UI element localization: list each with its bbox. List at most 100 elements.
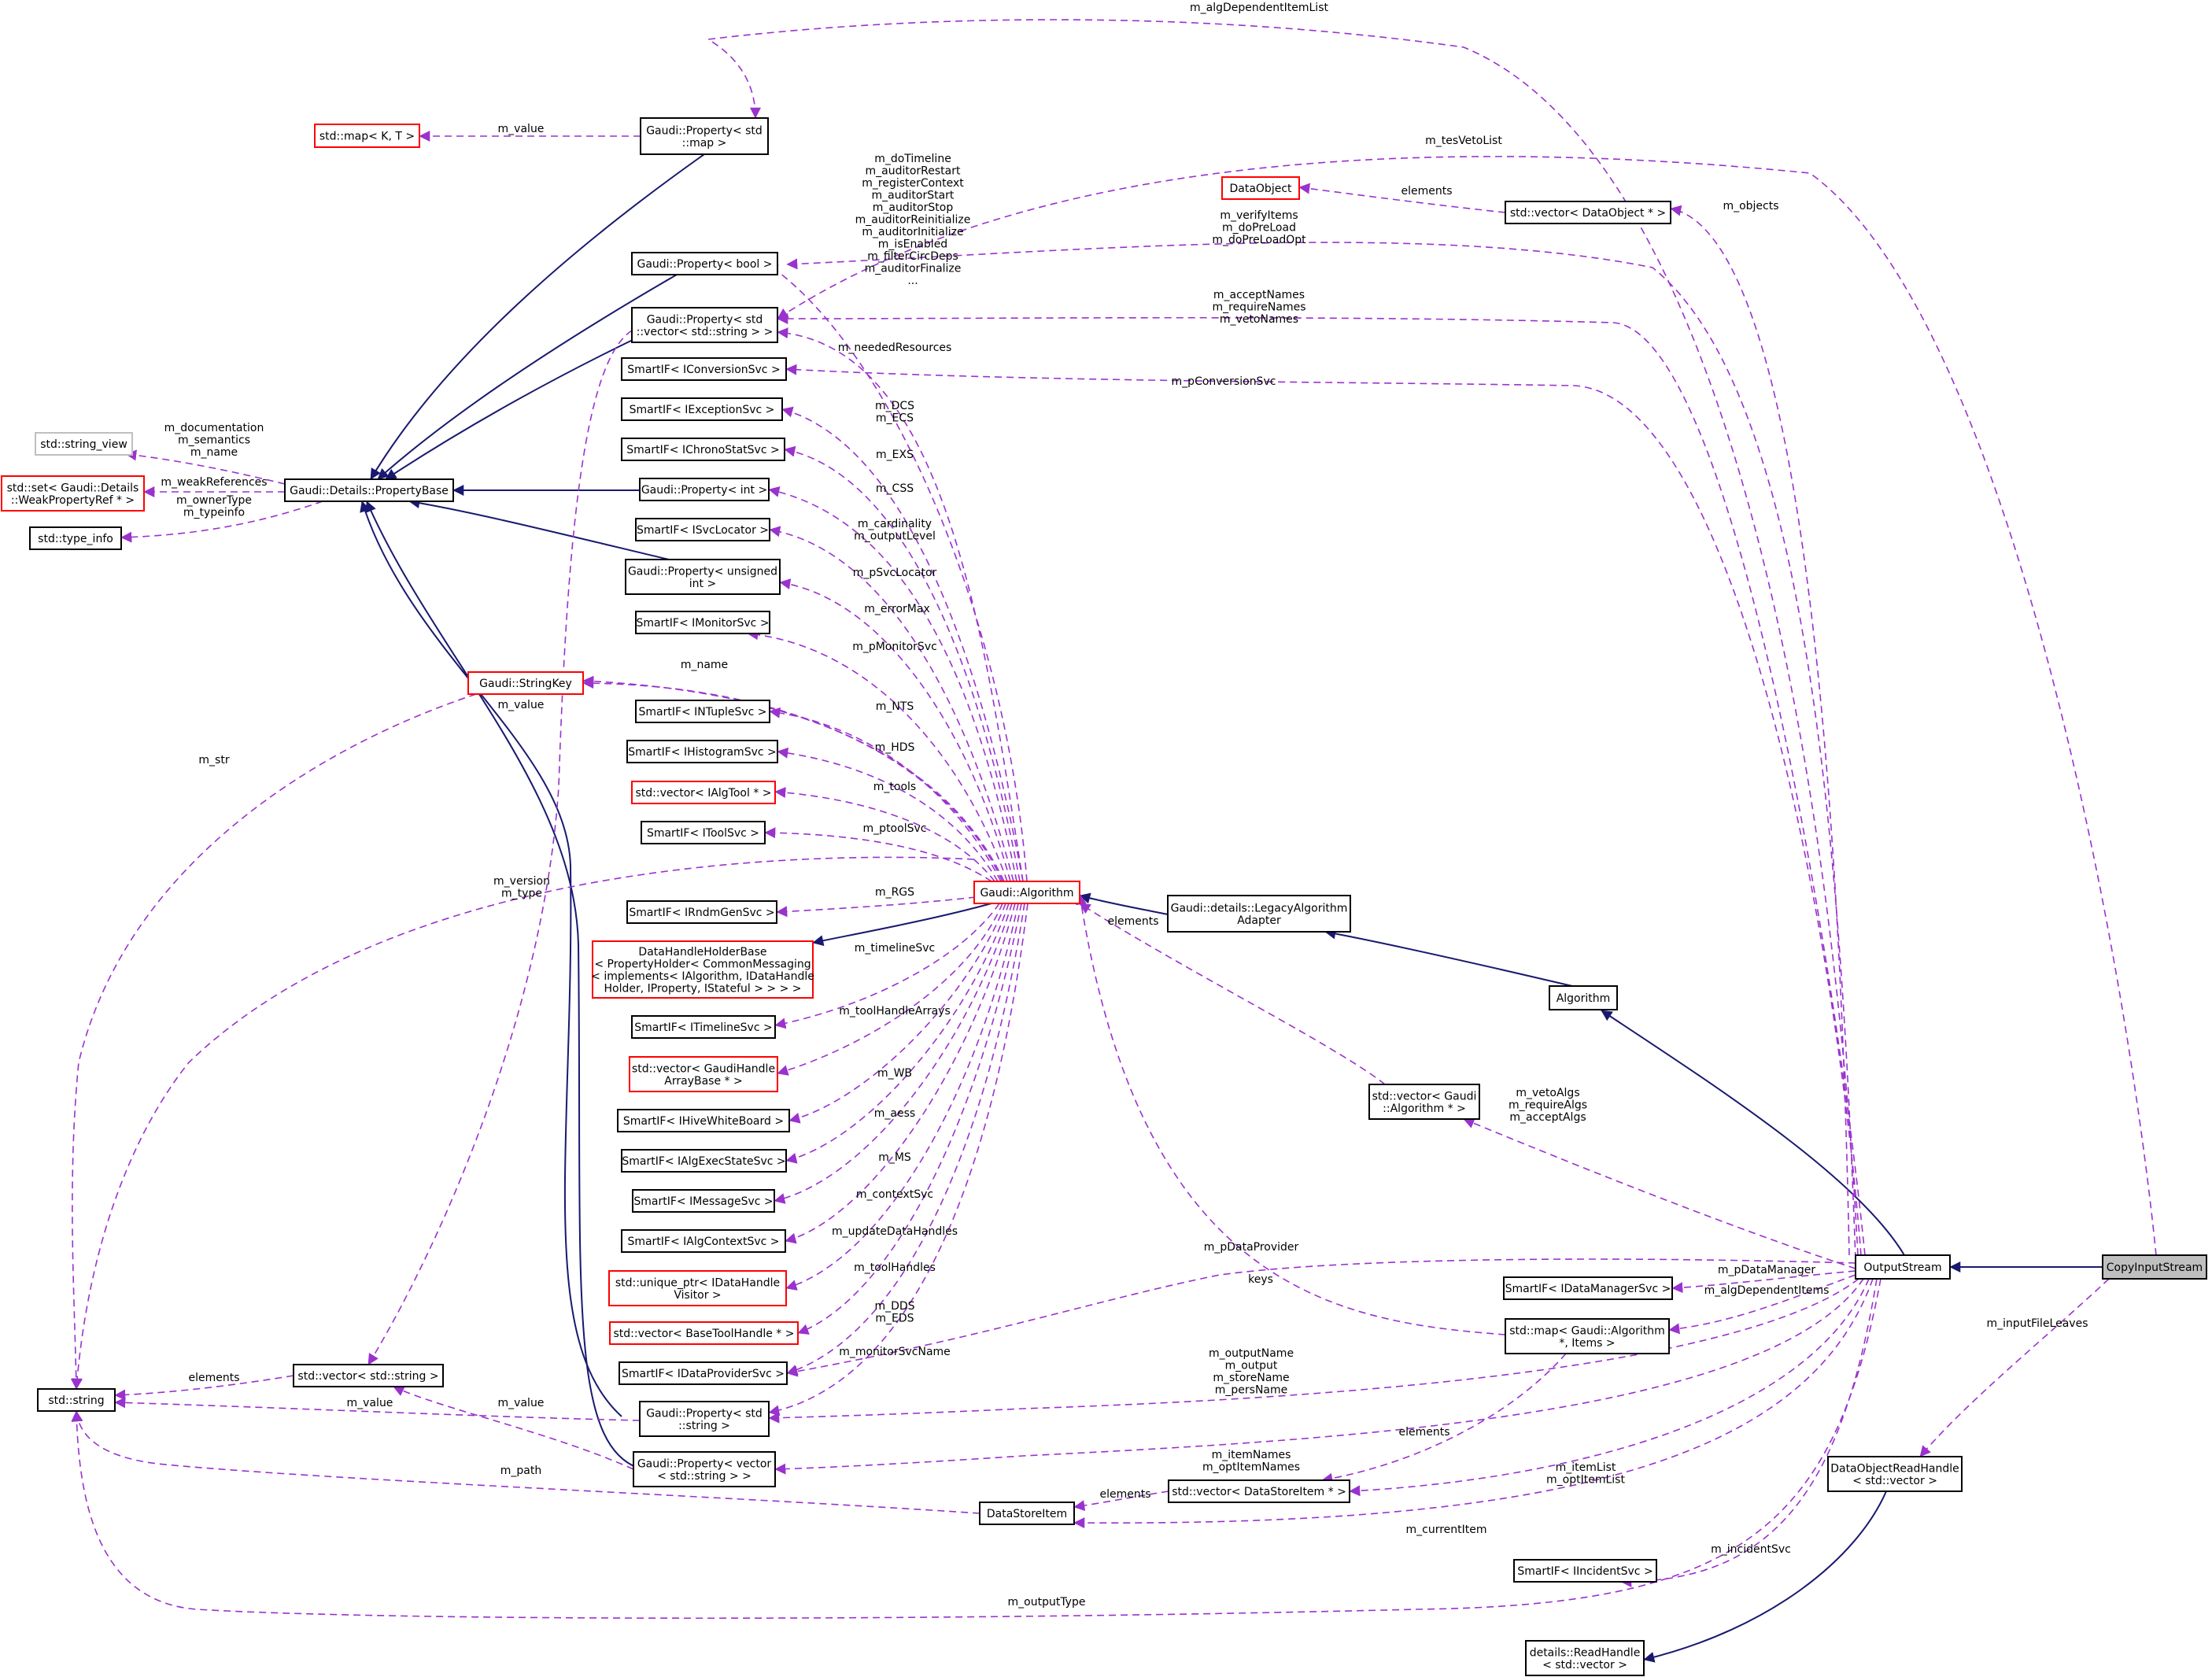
class-node-hivewhiteboard[interactable]: SmartIF< IHiveWhiteBoard > xyxy=(617,1109,790,1132)
class-node-mapgaudialg[interactable]: std::map< Gaudi::Algorithm*, Items > xyxy=(1505,1318,1670,1354)
usage-edge-outputstream-to-propvector xyxy=(774,1278,1864,1475)
class-node-propbool[interactable]: Gaudi::Property< bool > xyxy=(631,252,778,275)
edge-label-line: m_ownerType xyxy=(176,494,252,507)
class-node-vecdatastoreitem[interactable]: std::vector< DataStoreItem * > xyxy=(1168,1479,1350,1503)
class-node-dataobject[interactable]: DataObject xyxy=(1221,176,1300,200)
class-node-propstdstring[interactable]: Gaudi::Property< std::string > xyxy=(639,1401,770,1437)
class-node-propvector[interactable]: Gaudi::Property< vector< std::string > > xyxy=(633,1451,776,1487)
class-node-box xyxy=(631,781,776,804)
class-node-vecalgtool[interactable]: std::vector< IAlgTool * > xyxy=(631,781,776,804)
edge-label-line: m_toolHandleArrays xyxy=(839,1005,951,1018)
edge-label-gaudialgorithm-to-vecbasetoolhandle: m_toolHandles xyxy=(854,1261,936,1274)
class-node-outputstream[interactable]: OutputStream xyxy=(1855,1254,1951,1280)
usage-edge-gaudialgorithm-to-stringkey xyxy=(582,678,1003,882)
usage-edge-copyinputstream-to-propvecstr xyxy=(777,156,2157,1256)
class-node-algcontextsvc[interactable]: SmartIF< IAlgContextSvc > xyxy=(621,1229,786,1253)
class-node-copyinputstream[interactable]: CopyInputStream xyxy=(2102,1254,2207,1280)
class-node-label-line: std::unique_ptr< IDataHandle xyxy=(615,1276,780,1289)
class-node-box xyxy=(635,700,770,723)
class-node-svclocator[interactable]: SmartIF< ISvcLocator > xyxy=(635,518,770,541)
class-node-datastoreitem[interactable]: DataStoreItem xyxy=(979,1502,1075,1525)
class-node-conversionsvc[interactable]: SmartIF< IConversionSvc > xyxy=(621,357,787,381)
class-node-dataprovidersvc[interactable]: SmartIF< IDataProviderSvc > xyxy=(619,1361,788,1385)
class-node-label: Gaudi::Property< bool > xyxy=(637,258,772,271)
edge-label-line: m_name xyxy=(681,659,728,671)
class-node-timelinesvc[interactable]: SmartIF< ITimelineSvc > xyxy=(631,1015,776,1039)
edge-label-line: m_timelineSvc xyxy=(855,942,935,955)
class-node-dataobjectreadhandle[interactable]: DataObjectReadHandle< std::vector > xyxy=(1827,1456,1963,1492)
class-node-propmap[interactable]: Gaudi::Property< std::map > xyxy=(640,117,769,155)
inheritance-edge-propunsigned-to-propertybase xyxy=(408,497,670,560)
class-node-datahandleholder[interactable]: DataHandleHolderBase< PropertyHolder< Co… xyxy=(591,940,814,999)
edge-label-line: m_contextSvc xyxy=(856,1188,933,1201)
inheritance-edge-propmap-to-propertybase xyxy=(370,153,705,480)
edge-label-line: m_auditorFinalize xyxy=(865,263,962,275)
edge-label-gaudialgorithm-to-stringkey: m_pMonitorSvc xyxy=(852,641,937,653)
class-node-label-line: CopyInputStream xyxy=(2107,1261,2203,1274)
edge-label-line: m_output xyxy=(1225,1360,1278,1372)
edge-label-line: m_outputType xyxy=(1008,1596,1086,1609)
class-node-chronostatsvc[interactable]: SmartIF< IChronoStatSvc > xyxy=(621,438,785,461)
usage-edge-gaudialgorithm-to-dataprovidersvc xyxy=(786,903,1025,1376)
inheritance-edge-outputstream-to-algorithm xyxy=(1601,1010,1905,1256)
edge-label-line: m_acceptNames xyxy=(1213,289,1305,301)
class-node-mapkt[interactable]: std::map< K, T > xyxy=(314,124,420,148)
class-node-label: std::string xyxy=(48,1394,104,1407)
class-node-algorithm[interactable]: Algorithm xyxy=(1549,985,1618,1010)
edge-label-line: m_algDependentItems xyxy=(1704,1284,1830,1297)
class-node-box xyxy=(1855,1254,1951,1280)
edge-label-line: m_type xyxy=(501,888,542,900)
class-node-stringview[interactable]: std::string_view xyxy=(35,432,133,456)
class-node-gaudialgorithm[interactable]: Gaudi::Algorithm xyxy=(973,881,1080,904)
edge-label-datastoreitem-to-stdstring: m_path xyxy=(500,1465,541,1477)
class-node-vecdataobject[interactable]: std::vector< DataObject * > xyxy=(1505,201,1671,224)
class-node-propertybase[interactable]: Gaudi::Details::PropertyBase xyxy=(284,478,454,502)
class-node-monitorsvc[interactable]: SmartIF< IMonitorSvc > xyxy=(635,611,770,634)
class-node-typeinfo[interactable]: std::type_info xyxy=(29,526,122,550)
class-node-label: SmartIF< IAlgExecStateSvc > xyxy=(622,1155,785,1168)
class-node-rndmgensvc[interactable]: SmartIF< IRndmGenSvc > xyxy=(626,900,777,924)
class-node-readhandle[interactable]: details::ReadHandle< std::vector > xyxy=(1525,1640,1645,1676)
class-node-incidentsvc[interactable]: SmartIF< IIncidentSvc > xyxy=(1513,1559,1657,1583)
usage-edge-gaudialgorithm-to-propvecstr xyxy=(777,327,1024,882)
class-node-box xyxy=(1525,1640,1645,1676)
class-node-datamanagersvc[interactable]: SmartIF< IDataManagerSvc > xyxy=(1503,1276,1673,1300)
edge-label-line: m_EXS xyxy=(876,449,914,461)
edge-label-gaudialgorithm-to-uniqueptr: m_updateDataHandles xyxy=(832,1225,958,1238)
class-node-ntuplesvc[interactable]: SmartIF< INTupleSvc > xyxy=(635,700,770,723)
edge-label-gaudialgorithm-to-propunsigned: m_pSvcLocator xyxy=(853,567,937,579)
class-node-box xyxy=(609,1321,799,1345)
class-node-setweak[interactable]: std::set< Gaudi::Details::WeakPropertyRe… xyxy=(1,475,145,512)
usage-edge-outputstream-to-stdstring xyxy=(71,1278,1881,1620)
class-node-vecstring[interactable]: std::vector< std::string > xyxy=(293,1364,444,1387)
class-node-algexecstatesvc[interactable]: SmartIF< IAlgExecStateSvc > xyxy=(621,1149,787,1173)
class-node-label: details::ReadHandle< std::vector > xyxy=(1530,1646,1641,1671)
class-node-propint[interactable]: Gaudi::Property< int > xyxy=(639,478,770,501)
class-node-stdstring[interactable]: std::string xyxy=(37,1388,116,1412)
class-node-messagesvc[interactable]: SmartIF< IMessageSvc > xyxy=(632,1189,775,1213)
class-node-box xyxy=(467,671,584,695)
edge-label-line: elements xyxy=(1401,185,1452,198)
class-node-exceptionsvc[interactable]: SmartIF< IExceptionSvc > xyxy=(621,397,783,421)
class-node-label-line: SmartIF< IRndmGenSvc > xyxy=(629,907,774,919)
class-node-toolsvc[interactable]: SmartIF< IToolSvc > xyxy=(641,821,766,844)
class-node-vecbasetoolhandle[interactable]: std::vector< BaseToolHandle * > xyxy=(609,1321,799,1345)
class-node-label-line: DataObjectReadHandle xyxy=(1830,1462,1959,1475)
class-node-propvecstr[interactable]: Gaudi::Property< std::vector< std::strin… xyxy=(631,307,778,343)
class-node-vecgaudialg[interactable]: std::vector< Gaudi::Algorithm * > xyxy=(1368,1084,1480,1120)
class-node-label: SmartIF< IToolSvc > xyxy=(647,827,759,840)
class-node-label-line: Gaudi::Property< std xyxy=(646,1407,763,1420)
class-node-label: SmartIF< IConversionSvc > xyxy=(627,364,780,376)
class-node-stringkey[interactable]: Gaudi::StringKey xyxy=(467,671,584,695)
class-node-histogramsvc[interactable]: SmartIF< IHistogramSvc > xyxy=(626,740,778,763)
